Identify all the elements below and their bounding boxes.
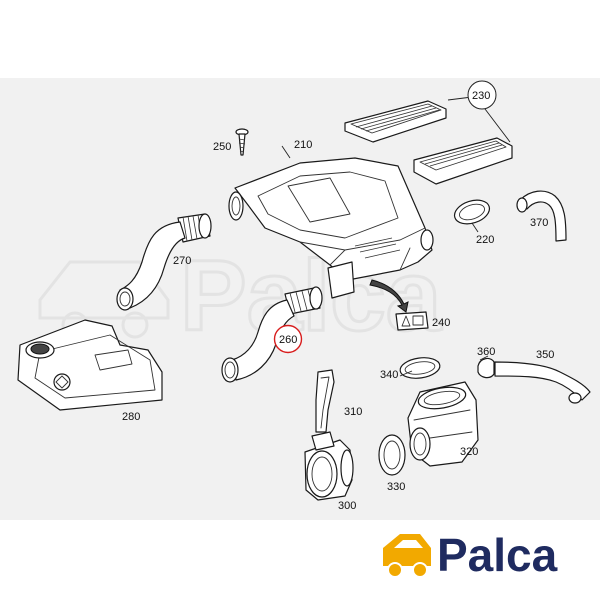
callout-260-highlight: [273, 324, 303, 354]
callout-230[interactable]: 230: [472, 90, 490, 102]
part-320-intake-elbow[interactable]: [407, 381, 479, 467]
part-310-gasket[interactable]: [315, 369, 335, 433]
callout-210[interactable]: 210: [294, 139, 312, 151]
part-330-o-ring[interactable]: [378, 434, 406, 476]
part-250-screw[interactable]: [235, 128, 249, 156]
callout-220[interactable]: 220: [476, 234, 494, 246]
part-270-intake-hose[interactable]: [116, 213, 212, 311]
callout-310[interactable]: 310: [344, 406, 362, 418]
callout-270[interactable]: 270: [173, 255, 191, 267]
callout-260[interactable]: 260: [279, 334, 297, 346]
callout-360[interactable]: 360: [477, 346, 495, 358]
callout-370[interactable]: 370: [530, 217, 548, 229]
part-300-air-mass-sensor[interactable]: [304, 431, 354, 501]
callout-320[interactable]: 320: [460, 446, 478, 458]
car-icon: [383, 534, 431, 578]
logo-text: Palca: [437, 529, 558, 581]
part-240-label[interactable]: [369, 279, 429, 331]
part-220-seal-ring[interactable]: [451, 196, 492, 228]
part-340-clamp-ring[interactable]: [399, 355, 441, 380]
callout-230-circle: [467, 80, 497, 110]
part-280-engine-cover[interactable]: [17, 319, 163, 411]
callout-350[interactable]: 350: [536, 349, 554, 361]
callout-280[interactable]: 280: [122, 411, 140, 423]
palca-logo: Palca: [383, 529, 558, 581]
callout-300[interactable]: 300: [338, 500, 356, 512]
part-210-air-filter-housing[interactable]: [228, 157, 434, 299]
part-230-air-filter[interactable]: [344, 100, 513, 185]
part-370-hose[interactable]: [516, 190, 567, 242]
part-360-clip[interactable]: [477, 357, 495, 379]
part-260-intake-hose[interactable]: [221, 286, 323, 383]
part-350-vent-hose[interactable]: [494, 361, 591, 404]
callout-250[interactable]: 250: [213, 141, 231, 153]
callout-340[interactable]: 340: [380, 369, 398, 381]
callout-330[interactable]: 330: [387, 481, 405, 493]
callout-240[interactable]: 240: [432, 317, 450, 329]
